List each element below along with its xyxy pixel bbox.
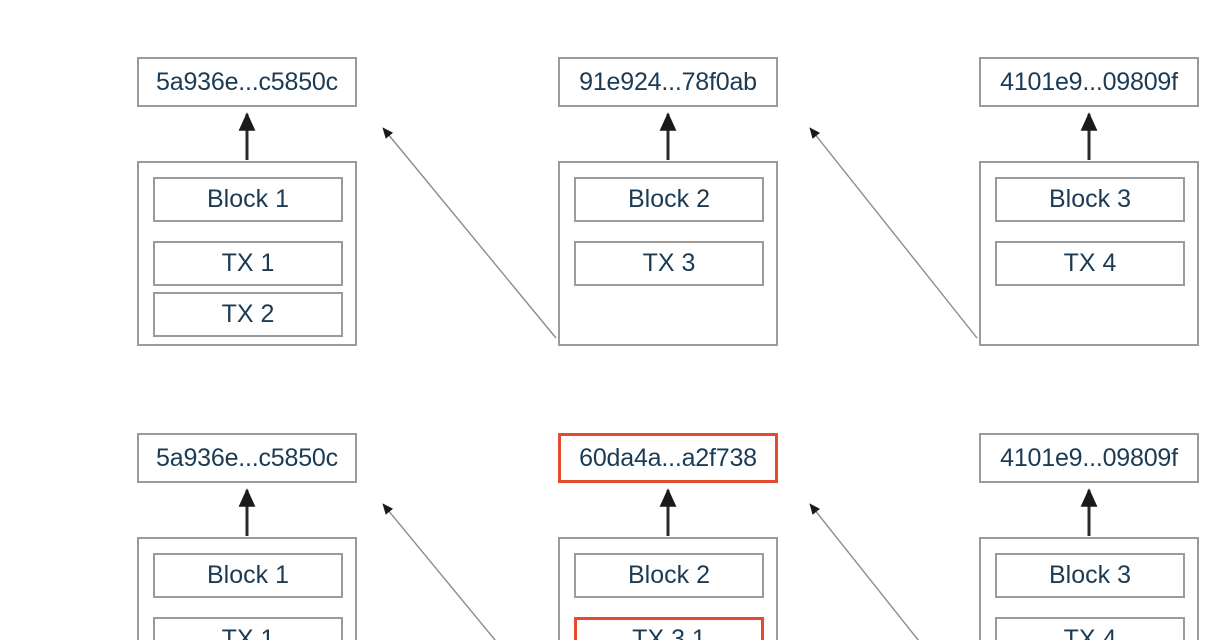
tx-box-row2-block2-tx31-tampered[interactable]: TX 3.1 [574,617,764,640]
tx-box-row1-block1-tx1[interactable]: TX 1 [153,241,343,286]
block-label-row2-block3: Block 3 [995,553,1185,598]
tx-box-row1-block1-tx2[interactable]: TX 2 [153,292,343,337]
block-label-row2-block1: Block 1 [153,553,343,598]
block-container-row1-block3[interactable]: Block 3 TX 4 [979,161,1199,346]
hash-box-row1-block1[interactable]: 5a936e...c5850c [137,57,357,107]
diagonal-prevhash-arrow-row2-block2 [382,503,496,640]
tx-box-row2-block1-tx1[interactable]: TX 1 [153,617,343,640]
hash-box-row2-block2-tampered[interactable]: 60da4a...a2f738 [558,433,778,483]
hash-box-row2-block3[interactable]: 4101e9...09809f [979,433,1199,483]
block-label-row1-block1: Block 1 [153,177,343,222]
hash-box-row1-block3[interactable]: 4101e9...09809f [979,57,1199,107]
hash-box-row2-block1[interactable]: 5a936e...c5850c [137,433,357,483]
diagonal-prevhash-arrow-row1-block2 [382,127,557,339]
block-container-row1-block2[interactable]: Block 2 TX 3 [558,161,778,346]
diagonal-prevhash-arrow-row1-block3 [809,127,978,339]
block-container-row2-block2[interactable]: Block 2 TX 3.1 [558,537,778,640]
block-label-row1-block3: Block 3 [995,177,1185,222]
block-container-row2-block3[interactable]: Block 3 TX 4 [979,537,1199,640]
block-label-row1-block2: Block 2 [574,177,764,222]
block-container-row2-block1[interactable]: Block 1 TX 1 [137,537,357,640]
block-container-row1-block1[interactable]: Block 1 TX 1 TX 2 [137,161,357,346]
tx-box-row2-block3-tx4[interactable]: TX 4 [995,617,1185,640]
diagonal-prevhash-arrow-row2-block3 [809,503,920,640]
tx-box-row1-block2-tx3[interactable]: TX 3 [574,241,764,286]
tx-box-row1-block3-tx4[interactable]: TX 4 [995,241,1185,286]
hash-box-row1-block2[interactable]: 91e924...78f0ab [558,57,778,107]
block-label-row2-block2: Block 2 [574,553,764,598]
